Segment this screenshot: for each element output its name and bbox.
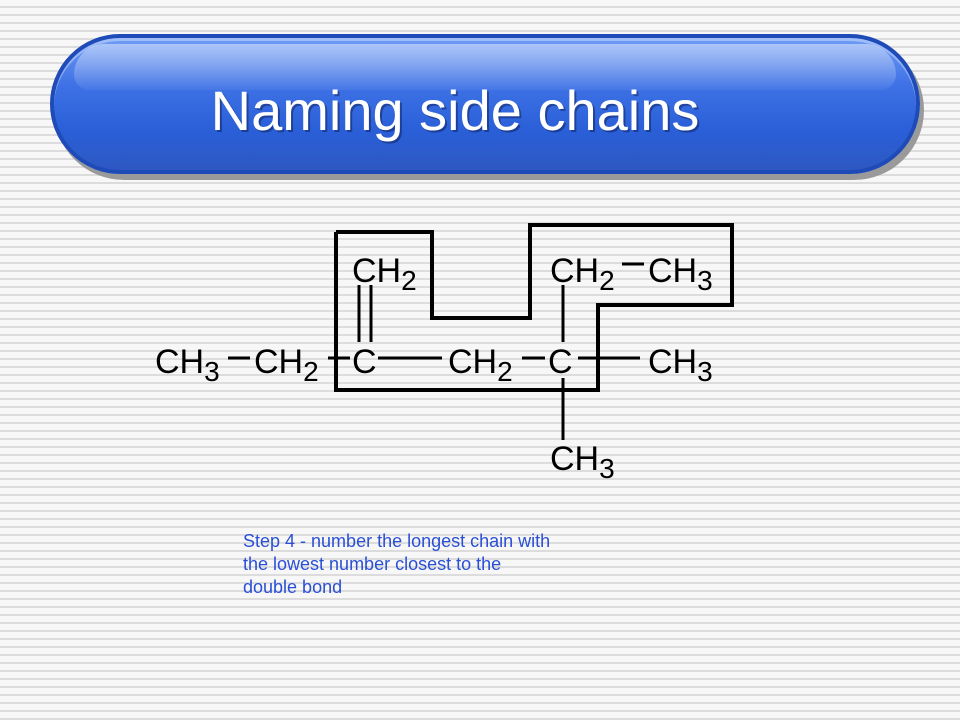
slide-title: Naming side chains xyxy=(210,79,700,142)
title-gloss xyxy=(74,44,896,90)
group-ch3-left: CH3 xyxy=(155,343,220,387)
step-caption: Step 4 - number the longest chain with t… xyxy=(243,530,683,599)
group-c-quaternary: C xyxy=(548,343,573,381)
group-c-double: C xyxy=(352,343,377,381)
step-caption-line: the lowest number closest to the xyxy=(243,554,502,574)
group-ch2-left: CH2 xyxy=(254,343,319,387)
title-banner: Naming side chains xyxy=(50,34,920,174)
group-ch2-mid: CH2 xyxy=(448,343,513,387)
group-ch3-top-right: CH3 xyxy=(648,252,713,296)
step-caption-line: double bond xyxy=(243,577,343,597)
step-caption-line: Step 4 - number the longest chain with xyxy=(243,531,551,551)
longest-chain-outline xyxy=(334,223,734,392)
group-ch2-top-right: CH2 xyxy=(550,252,615,296)
group-ch2-top-left: CH2 xyxy=(352,252,417,296)
group-ch3-bottom: CH3 xyxy=(550,440,615,484)
group-ch3-right: CH3 xyxy=(648,343,713,387)
